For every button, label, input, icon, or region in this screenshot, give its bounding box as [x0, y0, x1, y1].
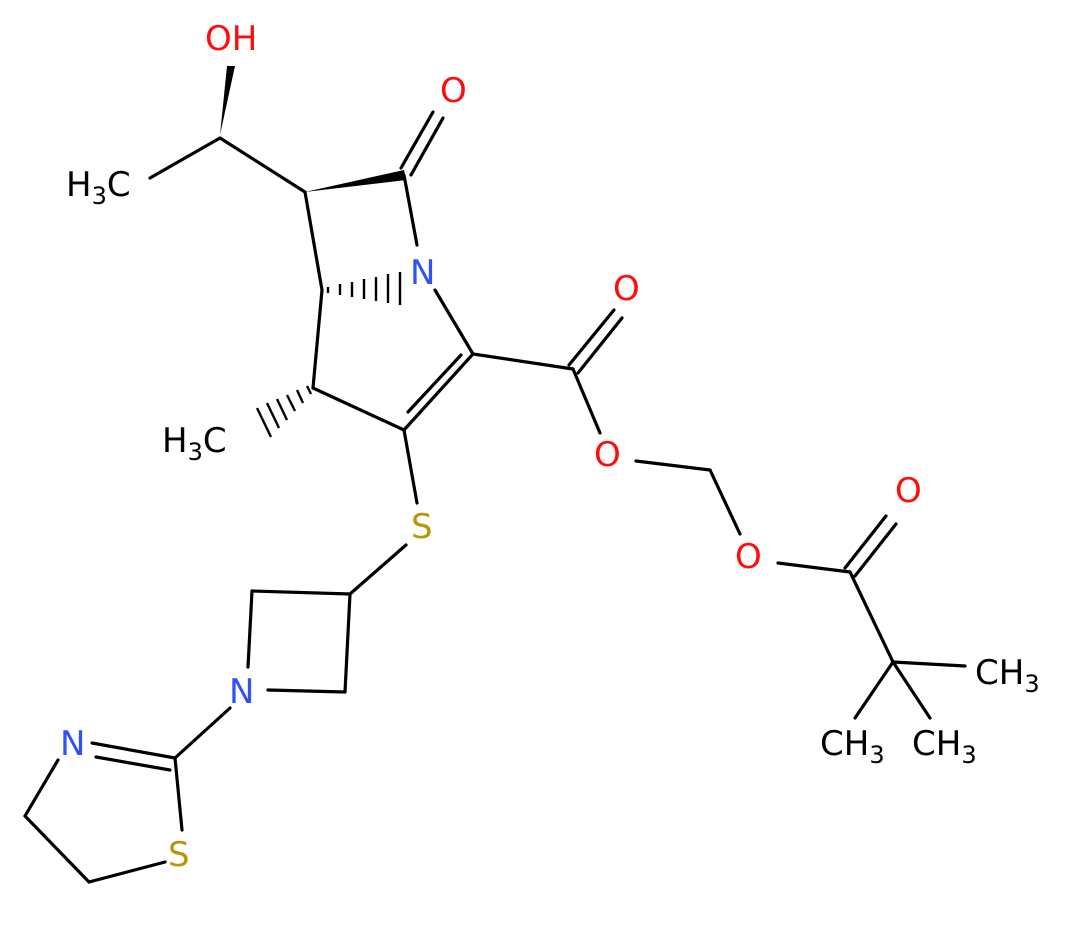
bond [148, 136, 222, 180]
bond [23, 814, 91, 884]
bond [708, 468, 742, 536]
bond [634, 459, 712, 472]
bond [567, 308, 616, 367]
pivaloyl-oxygen-label: O [895, 471, 922, 511]
bond [250, 589, 352, 596]
bond [409, 116, 445, 177]
bond [246, 589, 254, 669]
ring-nitrogen-label: N [410, 253, 435, 293]
bond [311, 386, 406, 432]
bond [571, 367, 602, 435]
thiazoline-nitrogen-label: N [60, 724, 85, 764]
bond [891, 660, 967, 668]
bond [576, 316, 624, 375]
ester-carbonyl-oxygen-label: O [613, 269, 640, 309]
bond-layer [23, 66, 967, 884]
wedge-bond [220, 66, 235, 135]
bond [853, 660, 895, 720]
bond [87, 860, 167, 884]
azetidine-nitrogen-label: N [229, 672, 254, 712]
bond [218, 136, 307, 194]
methyl-label-c: CH3 [912, 724, 977, 769]
bond [402, 428, 419, 505]
bond [402, 173, 419, 247]
wedge-bond [305, 170, 406, 192]
thiazoline-sulfur-label: S [168, 835, 190, 875]
ketone-oxygen-label: O [440, 71, 467, 111]
thioether-sulfur-label: S [411, 507, 433, 547]
bond [402, 352, 475, 432]
bond [343, 592, 352, 694]
ester-oxygen-label-2: O [735, 537, 762, 577]
atom-label-layer: OH H3C O N O H3C O S O O N N S CH3 CH3 C… [60, 19, 1040, 875]
methyl-label-ring: H3C [162, 421, 227, 466]
bond [348, 543, 408, 596]
bond [311, 288, 324, 390]
bond [848, 570, 895, 664]
bond [399, 110, 435, 170]
hashed-bond [326, 272, 402, 305]
bond [303, 190, 324, 292]
hydroxyl-label: OH [205, 19, 257, 59]
bond [173, 706, 232, 760]
methyl-label-ethyl: H3C [66, 165, 131, 210]
bond [471, 352, 575, 371]
methyl-label-a: CH3 [975, 653, 1040, 698]
bond [891, 660, 932, 720]
bond [173, 756, 184, 832]
ester-oxygen-label-1: O [594, 435, 621, 475]
bond [94, 755, 172, 772]
bond [266, 688, 347, 694]
hashed-bond [255, 385, 313, 438]
bond [843, 514, 888, 570]
bond [23, 758, 60, 818]
bond [90, 741, 177, 760]
methyl-label-b: CH3 [820, 724, 885, 769]
bond [433, 288, 475, 356]
bond [406, 353, 463, 414]
bond [776, 561, 852, 574]
bond [853, 522, 898, 578]
